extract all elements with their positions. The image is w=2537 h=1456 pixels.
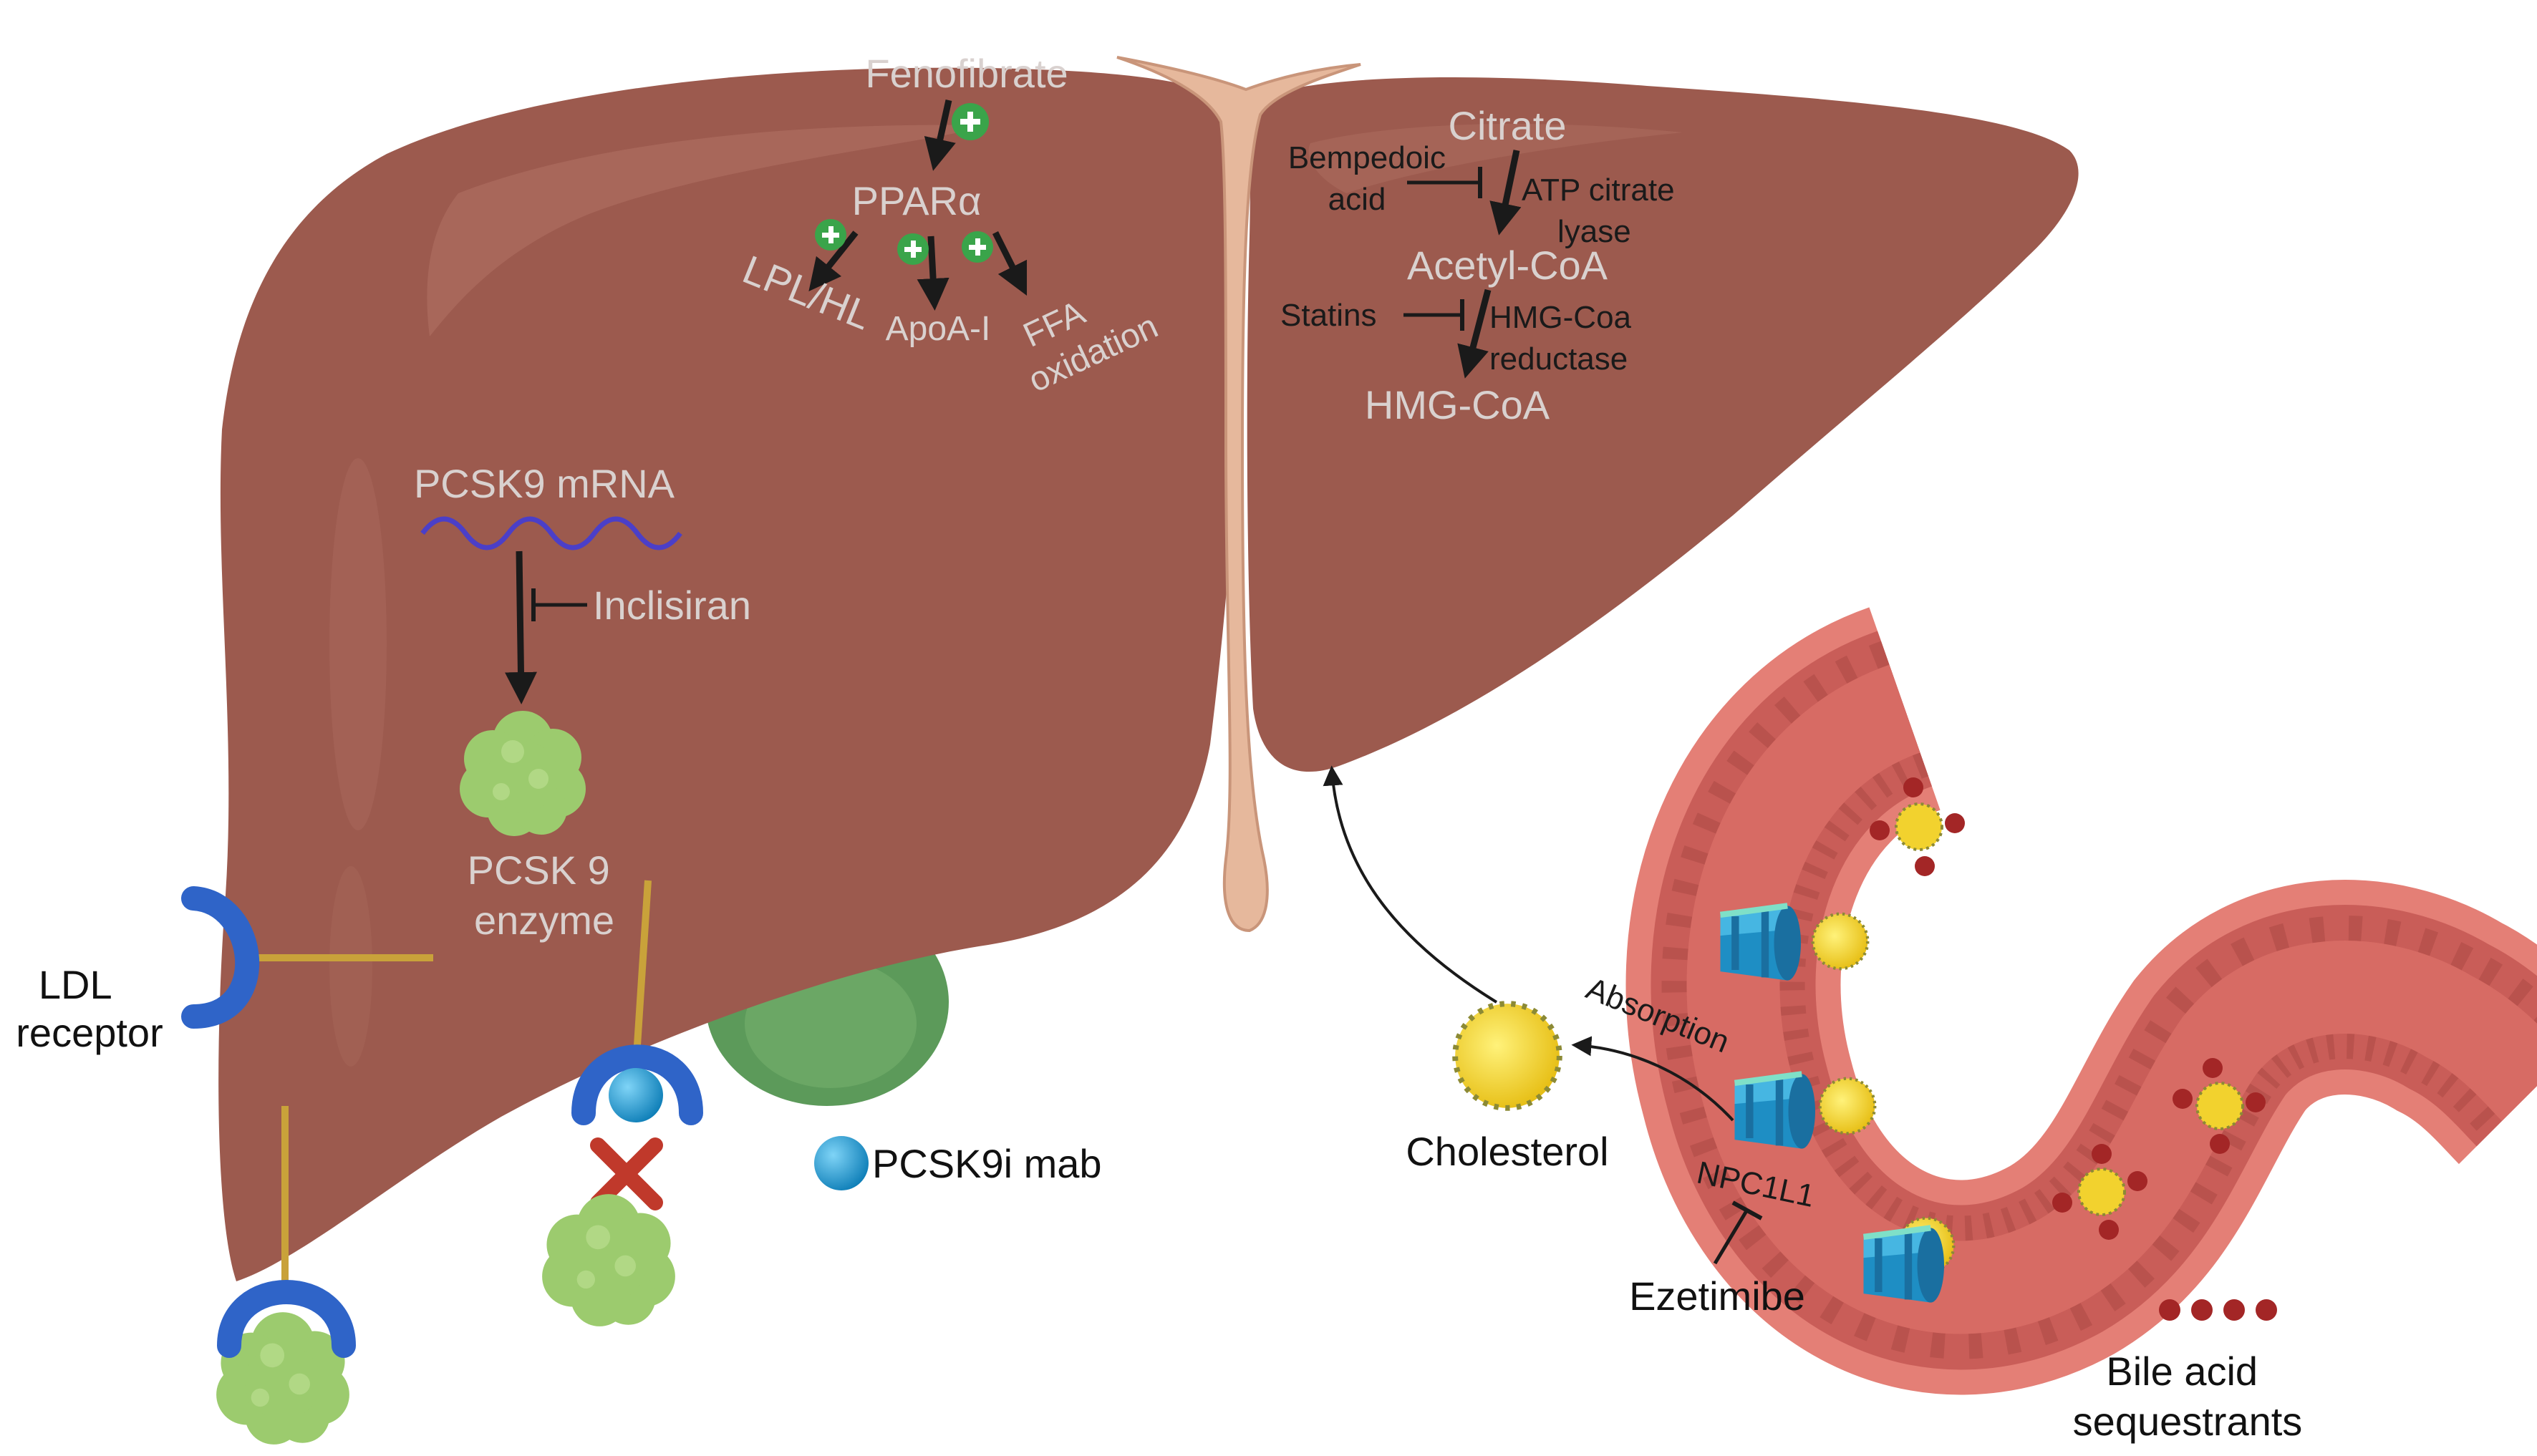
ppara-label: PPARα: [852, 178, 982, 223]
bile-acid-complex-icon: [2052, 1144, 2147, 1240]
apoa1-label: ApoA-I: [886, 310, 991, 348]
bempedoic-label: Bempedoic acid: [1288, 140, 1454, 217]
pcsk9i-antibody-icon: [814, 1136, 869, 1190]
mrna-wave-icon: [420, 516, 682, 550]
pcsk9-enzyme-icon: [542, 1194, 675, 1326]
ldl-receptor-icon: [217, 1280, 356, 1358]
cholesterol-particle-icon: [1820, 1079, 1875, 1134]
liver-left-lobe: [218, 67, 1242, 1281]
falciform-ligament: [1116, 56, 1361, 933]
pcsk9i-legend: PCSK9i mab: [814, 1136, 1102, 1190]
ezetimibe-label: Ezetimibe: [1629, 1273, 1805, 1319]
bile-acid-dots-icon: [2159, 1299, 2277, 1321]
pcsk9-mrna-label: PCSK9 mRNA: [414, 461, 675, 506]
bile-acid-sequestrants-label: Bile acid sequestrants: [2073, 1349, 2303, 1444]
cholesterol-particle-icon: [1813, 914, 1868, 969]
hmg-reductase-label: HMG-Coa reductase: [1489, 300, 1640, 377]
npc1l1-channel-icon: [1735, 1074, 1816, 1148]
citrate-label: Citrate: [1449, 103, 1567, 148]
ldl-receptor-label: LDL receptor: [16, 962, 163, 1055]
bile-acid-complex-icon: [2173, 1058, 2266, 1154]
acetyl-coa-label: Acetyl-CoA: [1407, 243, 1608, 288]
pcsk9-enzyme-label: PCSK 9 enzyme: [468, 848, 622, 943]
pcsk9i-antibody-icon: [609, 1068, 663, 1122]
atp-citrate-lyase-label: ATP citrate lyase: [1522, 173, 1683, 249]
npc1l1-channel-icon: [1864, 1228, 1945, 1302]
liver: [218, 56, 2079, 1281]
cholesterol-synthesis-pathway: Citrate Bempedoic acid ATP citrate lyase…: [1280, 103, 1683, 427]
fenofibrate-label: Fenofibrate: [865, 51, 1068, 96]
intestine: [1625, 607, 2537, 1395]
plus-icon: [815, 219, 846, 251]
inclisiran-label: Inclisiran: [593, 583, 751, 628]
bile-acid-sequestrants: Bile acid sequestrants: [2073, 1299, 2303, 1444]
bile-acid-complex-icon: [1870, 777, 1965, 876]
plus-icon: [952, 103, 989, 140]
statins-label: Statins: [1280, 298, 1377, 333]
liver-right-lobe: [1247, 77, 2079, 772]
npc1l1-channel-icon: [1721, 906, 1802, 980]
cholesterol-label: Cholesterol: [1406, 1129, 1608, 1174]
hmg-coa-label: HMG-CoA: [1365, 382, 1550, 427]
plus-icon: [962, 231, 993, 263]
blocked-cross-icon: [590, 1137, 663, 1210]
plus-icon: [897, 233, 929, 265]
ldl-receptor-icon: [181, 886, 259, 1029]
pcsk9-pathway: PCSK9 mRNA Inclisiran PCSK 9 enzyme: [414, 461, 751, 943]
pcsk9i-mab-label: PCSK9i mab: [872, 1141, 1102, 1186]
ldl-receptor-icon: [571, 1044, 703, 1125]
ldl-receptor-group: LDL receptor: [16, 880, 703, 1445]
cholesterol-particle-icon: [1455, 1004, 1560, 1108]
